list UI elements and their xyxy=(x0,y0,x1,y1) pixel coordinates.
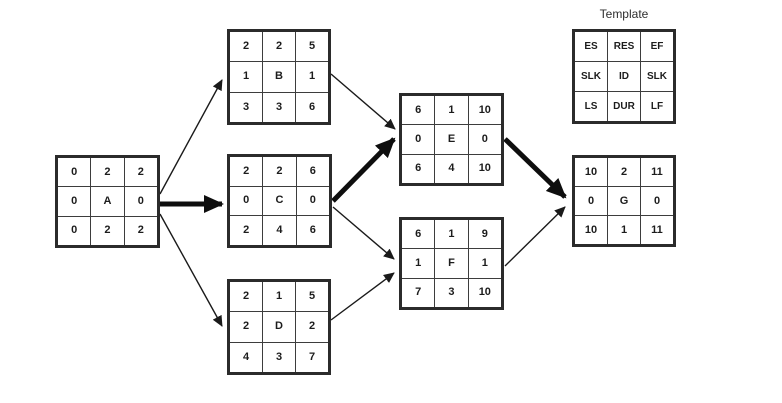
node-d-res: 1 xyxy=(263,282,295,312)
node-e-res: 1 xyxy=(435,96,468,125)
node-g-lf: 11 xyxy=(641,216,673,244)
template-cell-res: RES xyxy=(608,32,640,61)
node-c-ls: 2 xyxy=(230,216,263,245)
edge-d-f-arrow xyxy=(330,272,395,321)
template-legend: ES RES EF SLK ID SLK LS DUR LF xyxy=(572,29,676,124)
edge-a-b-arrow xyxy=(159,79,223,195)
node-c-dur: 4 xyxy=(263,216,296,245)
node-c-es: 2 xyxy=(230,157,263,186)
template-cell-id: ID xyxy=(608,62,640,91)
node-g: 10 2 11 0 G 0 10 1 11 xyxy=(572,155,676,247)
node-b-slk-left: 1 xyxy=(230,62,262,92)
node-b: 2 2 5 1 B 1 3 3 6 xyxy=(227,29,331,125)
node-g-id: G xyxy=(608,187,640,215)
node-f-slk-right: 1 xyxy=(468,249,501,278)
node-e-es: 6 xyxy=(402,96,435,125)
node-a: 0 2 2 0 A 0 0 2 2 xyxy=(55,155,160,248)
node-b-ef: 5 xyxy=(296,32,328,62)
edge-b-e-arrow xyxy=(330,73,396,130)
node-b-res: 2 xyxy=(263,32,295,62)
edge-e-g-arrow-critical xyxy=(503,137,567,199)
edge-c-f-arrow xyxy=(332,206,395,260)
node-g-slk-right: 0 xyxy=(641,187,673,215)
node-d-slk-right: 2 xyxy=(296,312,328,342)
node-c-ef: 6 xyxy=(296,157,329,186)
node-d-es: 2 xyxy=(230,282,262,312)
node-b-es: 2 xyxy=(230,32,262,62)
node-f-ls: 7 xyxy=(402,278,435,307)
node-b-id: B xyxy=(263,62,295,92)
node-b-slk-right: 1 xyxy=(296,62,328,92)
node-f-es: 6 xyxy=(402,220,435,249)
node-a-lf: 2 xyxy=(124,216,157,245)
node-b-ls: 3 xyxy=(230,92,262,122)
node-d-ef: 5 xyxy=(296,282,328,312)
node-e-dur: 4 xyxy=(435,154,468,183)
template-cell-slk-right: SLK xyxy=(641,62,673,91)
node-e-id: E xyxy=(435,125,468,154)
node-f-lf: 10 xyxy=(468,278,501,307)
template-cell-ls: LS xyxy=(575,92,607,121)
node-d-ls: 4 xyxy=(230,342,262,372)
node-g-dur: 1 xyxy=(608,216,640,244)
node-a-es: 0 xyxy=(58,158,91,187)
node-g-ef: 11 xyxy=(641,158,673,186)
node-a-dur: 2 xyxy=(91,216,124,245)
node-f: 6 1 9 1 F 1 7 3 10 xyxy=(399,217,504,310)
template-cell-dur: DUR xyxy=(608,92,640,121)
node-f-dur: 3 xyxy=(435,278,468,307)
template-cell-ef: EF xyxy=(641,32,673,61)
node-c-id: C xyxy=(263,186,296,216)
node-f-res: 1 xyxy=(435,220,468,249)
node-a-res: 2 xyxy=(91,158,124,187)
node-c-slk-right: 0 xyxy=(296,186,329,216)
node-f-ef: 9 xyxy=(468,220,501,249)
node-c-slk-left: 0 xyxy=(230,186,263,216)
edge-c-e-arrow-critical xyxy=(331,137,396,203)
node-a-ls: 0 xyxy=(58,216,91,245)
node-b-dur: 3 xyxy=(263,92,295,122)
node-d-id: D xyxy=(263,312,295,342)
node-b-lf: 6 xyxy=(296,92,328,122)
template-cell-es: ES xyxy=(575,32,607,61)
node-d-dur: 3 xyxy=(263,342,295,372)
node-c: 2 2 6 0 C 0 2 4 6 xyxy=(227,154,332,248)
node-e-lf: 10 xyxy=(468,154,501,183)
node-f-slk-left: 1 xyxy=(402,249,435,278)
node-e-ls: 6 xyxy=(402,154,435,183)
node-c-res: 2 xyxy=(263,157,296,186)
node-a-slk-left: 0 xyxy=(58,187,91,216)
node-d: 2 1 5 2 D 2 4 3 7 xyxy=(227,279,331,375)
template-cell-slk-left: SLK xyxy=(575,62,607,91)
node-d-slk-left: 2 xyxy=(230,312,262,342)
node-f-id: F xyxy=(435,249,468,278)
edge-a-d-arrow xyxy=(159,213,223,327)
template-title: Template xyxy=(599,7,649,21)
node-a-id: A xyxy=(91,187,124,216)
node-d-lf: 7 xyxy=(296,342,328,372)
template-cell-lf: LF xyxy=(641,92,673,121)
node-c-lf: 6 xyxy=(296,216,329,245)
node-g-es: 10 xyxy=(575,158,607,186)
node-e-slk-right: 0 xyxy=(468,125,501,154)
node-a-ef: 2 xyxy=(124,158,157,187)
node-a-slk-right: 0 xyxy=(124,187,157,216)
node-g-ls: 10 xyxy=(575,216,607,244)
node-g-slk-left: 0 xyxy=(575,187,607,215)
node-e: 6 1 10 0 E 0 6 4 10 xyxy=(399,93,504,186)
node-e-ef: 10 xyxy=(468,96,501,125)
node-g-res: 2 xyxy=(608,158,640,186)
edge-f-g-arrow xyxy=(504,206,566,267)
node-e-slk-left: 0 xyxy=(402,125,435,154)
